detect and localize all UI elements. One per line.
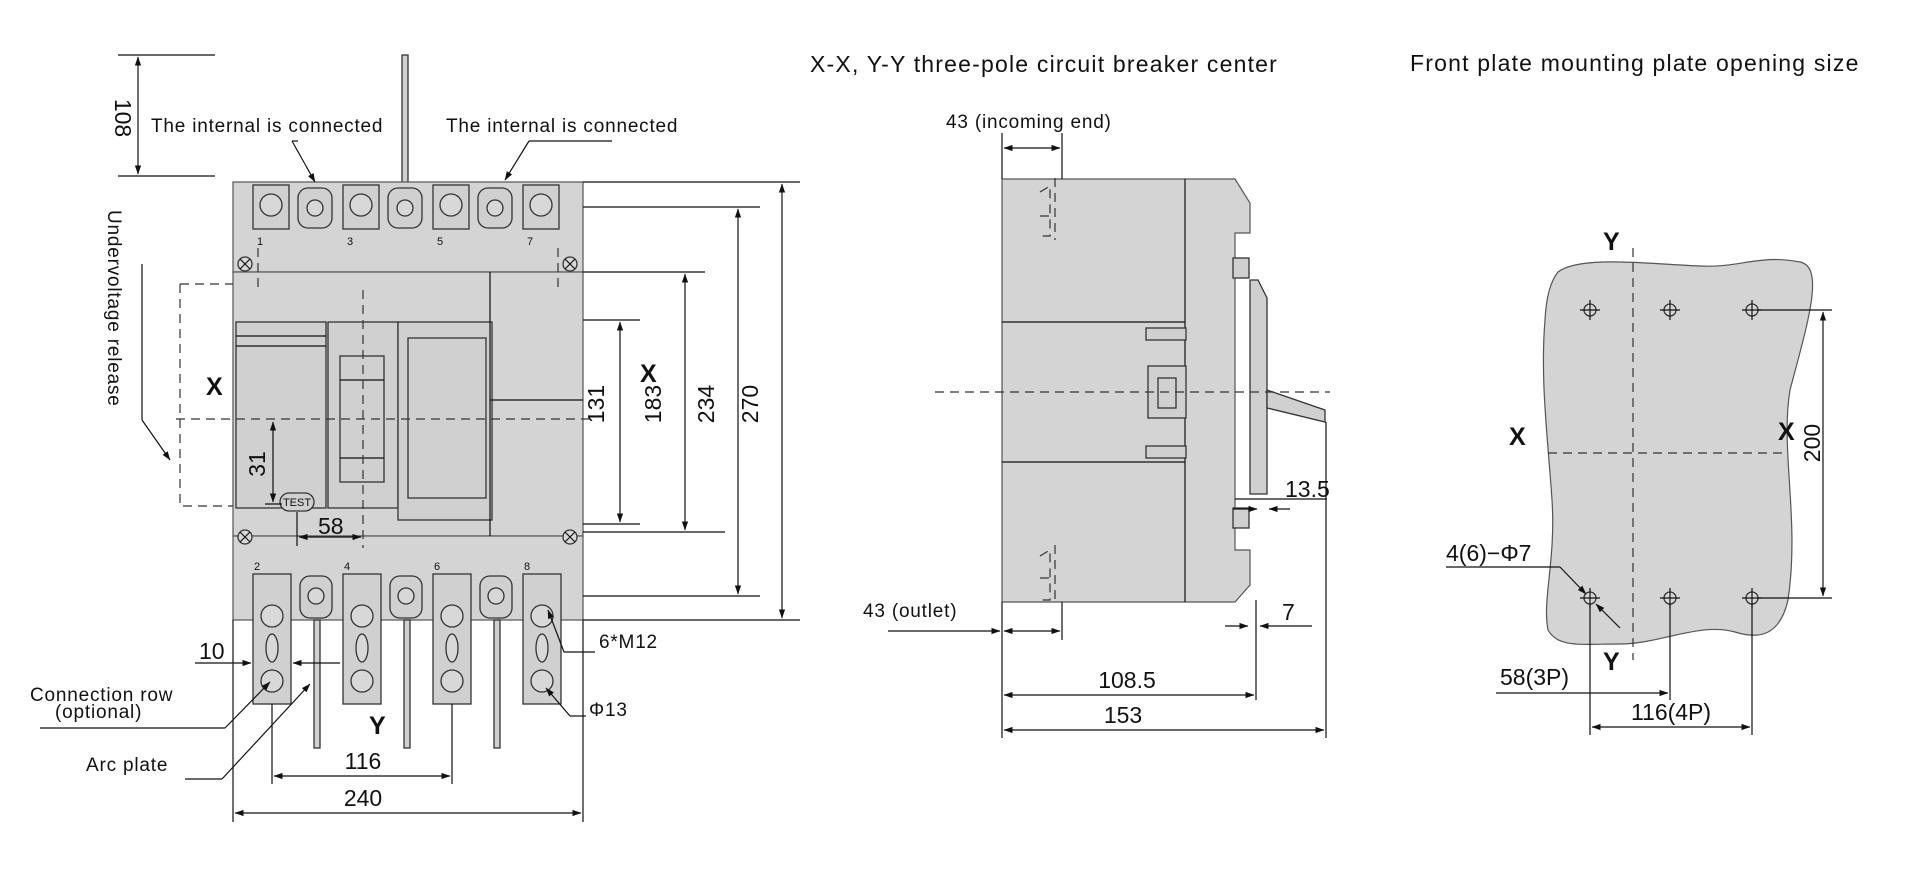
terminal-label-4: 4 (344, 561, 350, 573)
terminal-label-1: 1 (257, 236, 263, 248)
side-view: X-X, Y-Y three-pole circuit breaker cent… (810, 51, 1330, 738)
dimension-108-5: 108.5 (1098, 667, 1156, 693)
dimension-234: 234 (693, 385, 719, 424)
terminal-label-7: 7 (527, 236, 533, 248)
nameplate-window (407, 337, 487, 499)
top-terminals (252, 184, 560, 230)
dimension-10: 10 (199, 638, 225, 664)
mounting-screw-icons (237, 256, 578, 545)
bottom-terminals (252, 573, 562, 705)
side-body (1001, 178, 1251, 603)
dimension-240: 240 (344, 785, 382, 811)
terminal-label-3: 3 (347, 236, 353, 248)
arc-plate-3 (493, 619, 501, 749)
side-view-title: X-X, Y-Y three-pole circuit breaker cent… (810, 51, 1278, 77)
m12-label: 6*M12 (599, 632, 658, 653)
hole-size-label: 4(6)−Φ7 (1446, 540, 1531, 566)
terminal-label-5: 5 (437, 236, 443, 248)
terminal-label-6: 6 (434, 561, 440, 573)
side-handle (1266, 389, 1326, 423)
dimension-116-4p: 116(4P) (1631, 699, 1711, 725)
undervoltage-release-outline (179, 283, 233, 507)
axis-x-right: X (640, 360, 657, 388)
phi13-label: Φ13 (589, 700, 628, 721)
test-label: TEST (283, 497, 311, 509)
axis-y-label: Y (369, 712, 386, 740)
mounting-hole-icons (1580, 300, 1762, 608)
dimension-31: 31 (244, 451, 270, 477)
dimension-7: 7 (1282, 599, 1295, 625)
dimension-116: 116 (345, 748, 382, 774)
dimension-153: 153 (1104, 702, 1142, 728)
dimension-270: 270 (737, 385, 763, 423)
undervoltage-release-label: Undervoltage release (103, 210, 124, 407)
dimension-131: 131 (583, 385, 609, 423)
arc-plate-2 (403, 619, 411, 749)
dimension-13-5: 13.5 (1285, 476, 1330, 502)
front-view: TEST 1 3 5 7 (30, 54, 800, 822)
plate-axis-x-right: X (1778, 418, 1795, 446)
dimension-58: 58 (318, 513, 344, 539)
dimension-108: 108 (110, 99, 136, 137)
arc-plate-1 (313, 619, 321, 749)
incoming-end-label: 43 (incoming end) (946, 112, 1112, 133)
dimension-200: 200 (1799, 424, 1825, 462)
plate-axis-y-bottom: Y (1603, 648, 1620, 676)
internal-connected-label-left: The internal is connected (151, 116, 383, 137)
outlet-label: 43 (outlet) (863, 601, 957, 622)
dimension-183: 183 (640, 385, 666, 423)
connection-row-label: Connection row (30, 685, 173, 706)
mounting-plate (1542, 258, 1814, 645)
plate-axis-x-left: X (1509, 423, 1526, 451)
plate-axis-y-top: Y (1603, 228, 1620, 256)
front-plate-title: Front plate mounting plate opening size (1410, 50, 1860, 76)
optional-label: (optional) (55, 702, 142, 723)
dimension-58-3p: 58(3P) (1500, 664, 1569, 690)
handle-lever (401, 54, 409, 188)
axis-x-left: X (206, 373, 223, 401)
test-button (279, 492, 315, 512)
terminal-label-2: 2 (254, 561, 260, 573)
arc-plate-label: Arc plate (86, 755, 168, 776)
front-plate-view: Front plate mounting plate opening size … (1410, 50, 1860, 735)
left-panel (235, 321, 327, 509)
internal-connected-label-right: The internal is connected (446, 116, 678, 137)
side-handle-base (1249, 279, 1268, 495)
terminal-label-8: 8 (524, 561, 530, 573)
